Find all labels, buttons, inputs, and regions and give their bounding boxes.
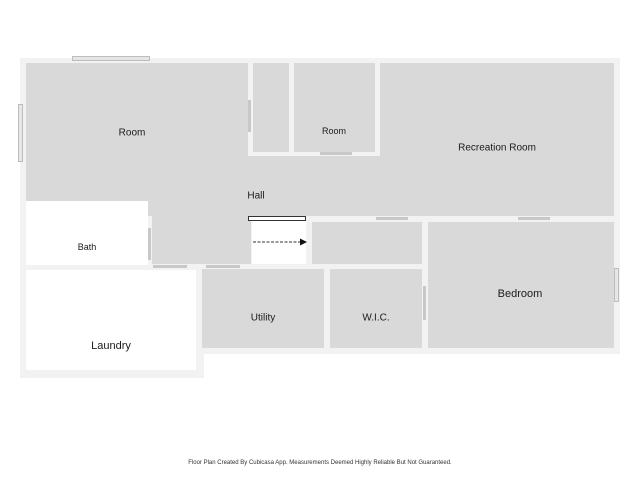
utility: [202, 269, 324, 348]
door-closet: [248, 100, 251, 132]
door-wic: [423, 286, 426, 320]
room-small: [294, 63, 375, 152]
bedroom: [428, 222, 614, 348]
label-bedroom: Bedroom: [497, 288, 543, 300]
label-hall: Hall: [247, 190, 265, 202]
hall-lower: [152, 196, 251, 264]
door-closet-hall: [376, 217, 408, 220]
wic: [330, 269, 422, 348]
window-top-room: [72, 56, 150, 61]
label-recreation-room: Recreation Room: [458, 142, 536, 154]
label-utility: Utility: [250, 312, 276, 324]
door-utility: [206, 265, 240, 268]
label-bath: Bath: [77, 242, 97, 252]
closet: [253, 63, 289, 152]
label-room-large: Room: [118, 127, 146, 139]
window-left-room: [18, 104, 23, 162]
door-room-small: [320, 152, 352, 155]
label-room-small: Room: [321, 126, 347, 136]
door-laundry: [153, 265, 187, 268]
stair-arrow-icon: [253, 238, 307, 246]
bath: [26, 201, 148, 265]
stair-area: [252, 221, 306, 264]
closet-hall: [312, 222, 422, 264]
door-bedroom: [518, 217, 550, 220]
footer-disclaimer: Floor Plan Created By Cubicasa App. Meas…: [188, 460, 452, 466]
door-bath: [148, 228, 151, 260]
window-bedroom: [614, 268, 619, 302]
laundry: [26, 270, 196, 370]
label-wic: W.I.C.: [362, 312, 390, 324]
label-laundry: Laundry: [91, 340, 131, 352]
stair-rail: [248, 216, 306, 221]
